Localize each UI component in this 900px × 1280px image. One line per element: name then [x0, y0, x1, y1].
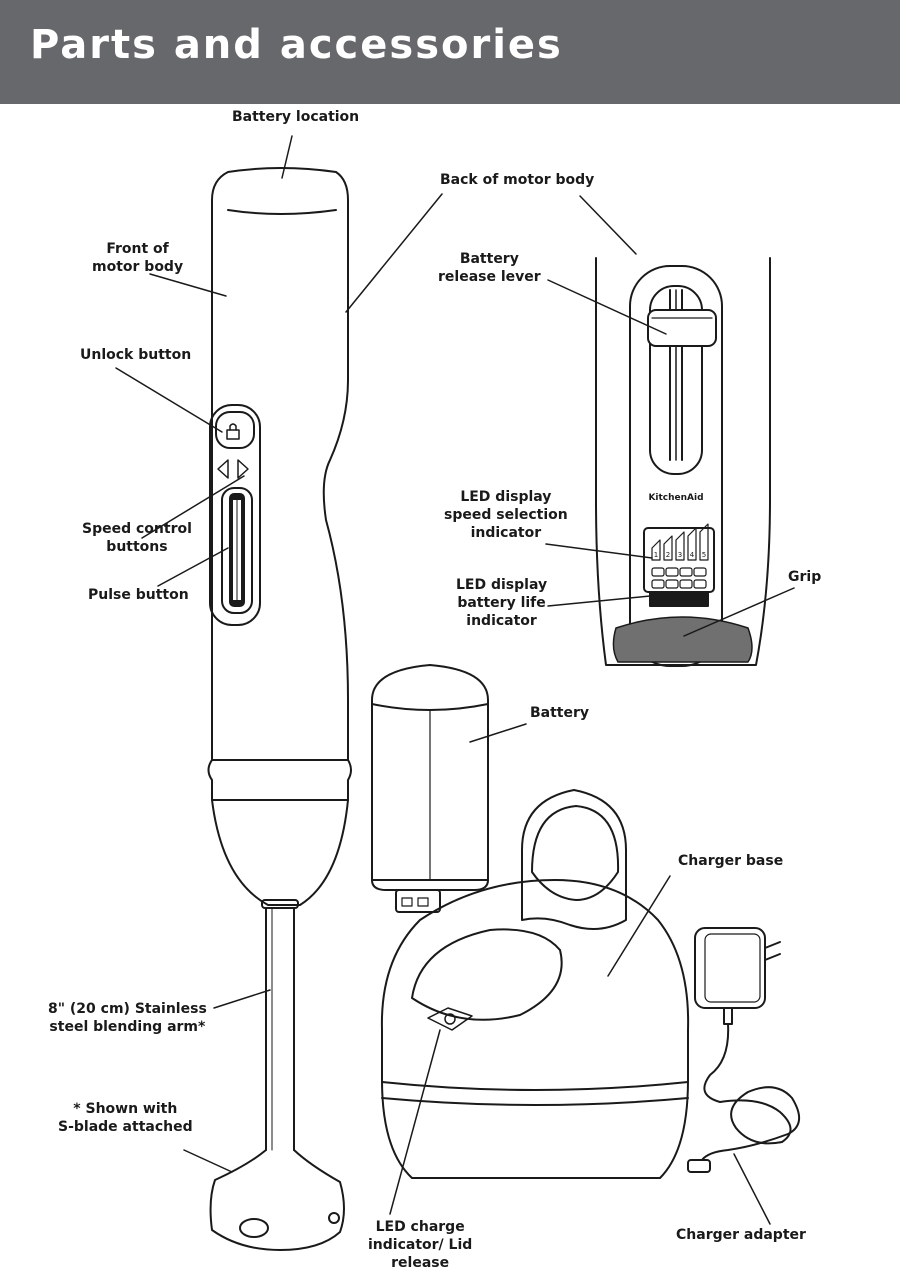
back-motor-body	[595, 257, 771, 667]
speed-digit: 1	[654, 551, 658, 559]
lock-icon	[226, 423, 240, 440]
charger-lid	[521, 789, 627, 930]
page-title: Parts and accessories	[30, 22, 563, 68]
speed-arrows	[217, 459, 249, 479]
battery-pack	[371, 664, 489, 913]
label-grip: Grip	[788, 569, 822, 585]
label-led-charge-indicator: LED charge indicator/ Lid release	[368, 1219, 473, 1271]
label-led-speed-indicator: LED display speed selection indicator	[444, 489, 568, 541]
charger-base	[380, 789, 690, 1179]
leader-lines	[115, 135, 795, 1225]
label-led-battery-indicator: LED display battery life indicator	[456, 577, 548, 629]
led-charge-indicator	[427, 1007, 473, 1031]
speed-digit: 2	[666, 551, 670, 559]
blender-control-panel	[209, 404, 261, 626]
label-back-motor-body: Back of motor body	[440, 172, 595, 188]
brand-logo: KitchenAid	[648, 493, 703, 503]
speed-digit: 4	[690, 551, 695, 559]
label-charger-adapter: Charger adapter	[676, 1227, 806, 1243]
label-front-motor-body: Front of motor body	[92, 241, 184, 275]
label-battery-location: Battery location	[232, 109, 360, 125]
battery-release-lever	[647, 309, 717, 347]
label-charger-base: Charger base	[678, 853, 784, 869]
speed-digit: 5	[702, 551, 706, 559]
header-bar: Parts and accessories	[0, 0, 900, 104]
s-blade-guard	[209, 1149, 345, 1251]
blender-motor-body	[211, 167, 349, 761]
speed-digits: 1 2 3 4 5	[654, 551, 706, 559]
label-speed-control-buttons: Speed control buttons	[82, 521, 192, 555]
label-blending-arm: 8" (20 cm) Stainless steel blending arm*	[48, 1001, 207, 1035]
led-display-panel	[643, 523, 715, 607]
grip-pad	[612, 616, 753, 663]
label-battery: Battery	[530, 705, 590, 721]
blending-arm	[261, 899, 299, 1151]
parts-diagram: KitchenAid 1 2 3 4 5	[115, 135, 800, 1251]
speed-digit: 3	[678, 551, 682, 559]
label-unlock-button: Unlock button	[80, 347, 192, 363]
blender-collar	[207, 759, 352, 906]
label-pulse-button: Pulse button	[88, 587, 189, 603]
charger-adapter	[687, 927, 800, 1173]
label-battery-release-lever: Battery release lever	[438, 251, 541, 285]
label-shown-with-s-blade: * Shown with S-blade attached	[58, 1101, 193, 1135]
